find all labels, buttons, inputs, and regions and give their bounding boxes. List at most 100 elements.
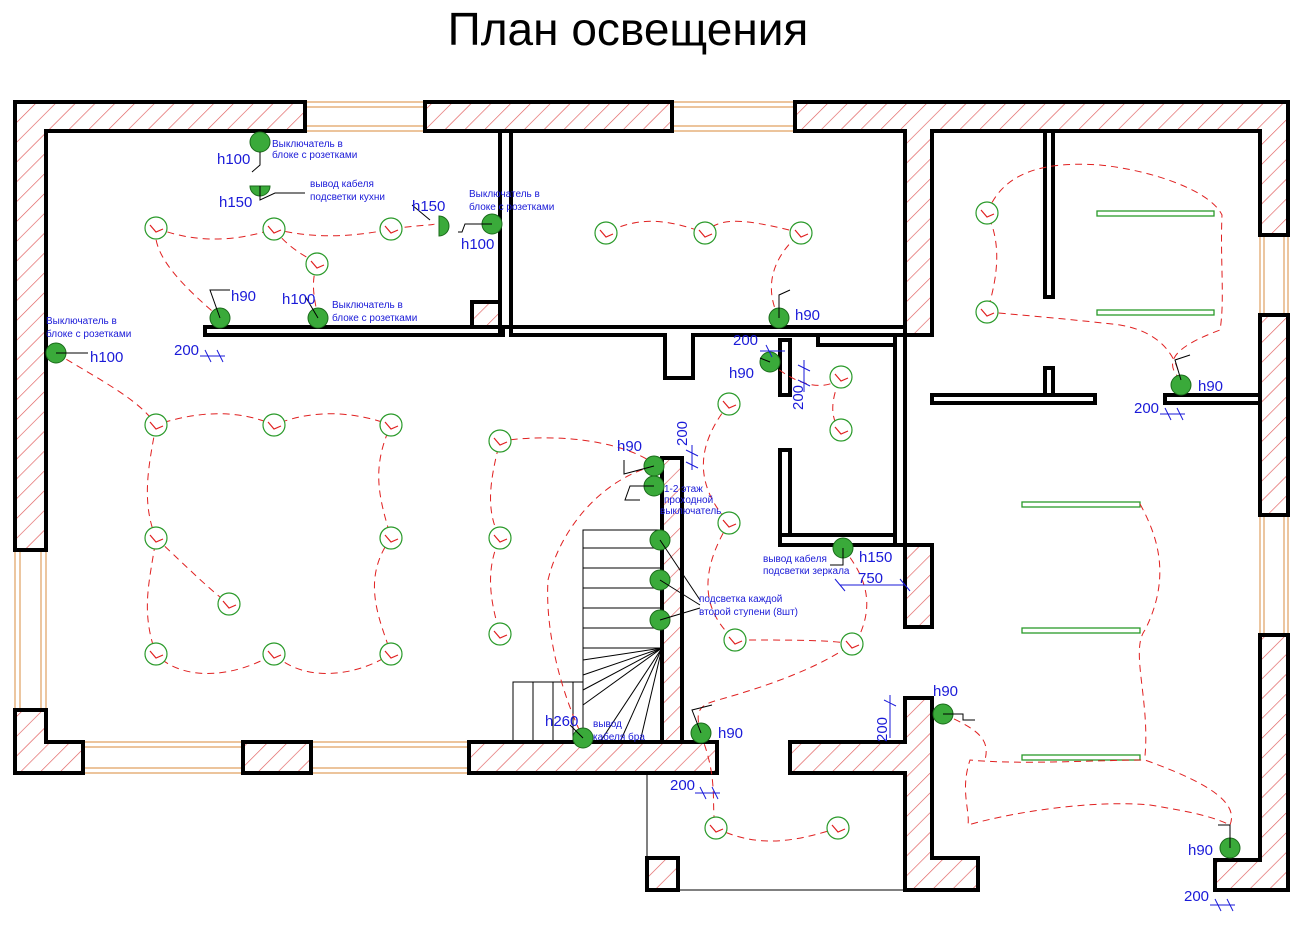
dimension-label: 200 [174,342,199,359]
note: подсветки кухни [310,192,385,203]
wall-right-bottom [1213,633,1290,892]
height-label: h260 [545,713,578,730]
led-strip [1096,309,1215,316]
dim-200-bottom-right [1210,898,1235,912]
ceiling-light-icon [262,642,286,666]
ceiling-light-icon [975,201,999,225]
wall-left-bottom [13,708,85,775]
wall-closet-v [1043,129,1055,299]
wall-corridor-v [778,338,792,397]
height-label: h90 [231,288,256,305]
wall-right-bottom-hall [903,543,934,629]
height-label: h90 [1188,842,1213,859]
ceiling-light-icon [379,217,403,241]
ceiling-light-icon [717,392,741,416]
note: Выключатель в [46,316,117,327]
wall-bedroom-bottom [509,325,907,380]
height-label: h150 [412,198,445,215]
window-top-kitchen [305,101,425,132]
ceiling-light-icon [488,429,512,453]
led-strip [1021,627,1141,634]
ceiling-light-icon [379,526,403,550]
height-label: h100 [461,236,494,253]
note: блоке с розетками [46,328,131,340]
dim-200-vert-corridor [797,360,811,392]
ceiling-light-icon [262,413,286,437]
led-strips [1021,210,1215,761]
ceiling-light-icon [789,221,813,245]
wall-porch-post [645,856,680,892]
window-bottom-mid [311,741,469,774]
note: 1-2 этаж [664,484,703,495]
height-label: h100 [282,291,315,308]
note: Выключатель в [332,300,403,311]
window-right-top [1259,235,1289,315]
labels: h100 h150 h150 h100 h90 h100 h100 h90 h9… [46,139,1223,905]
dim-200-right-room [1160,407,1185,421]
wall-top-mid [423,100,674,133]
height-label: h90 [617,438,642,455]
leader-lines [56,152,1231,848]
ceiling-light-icon [829,365,853,389]
ceiling-light-icon [693,221,717,245]
height-label: h100 [90,349,123,366]
note: блоке с розетками [332,312,417,324]
dimension-label: 750 [858,570,883,587]
led-strip [1021,754,1141,761]
dimension-label: 200 [1134,400,1159,417]
wall-top-left [13,100,307,552]
height-label: h150 [859,549,892,566]
height-label: h90 [933,683,958,700]
height-label: h90 [729,365,754,382]
note: Выключатель в [272,139,343,150]
dim-200-kitchen [200,349,225,363]
dimension-label: 200 [874,717,891,742]
ceiling-light-icon [704,816,728,840]
ceiling-light-icon [262,217,286,241]
height-label: h150 [219,194,252,211]
note: второй ступени (8шт) [699,607,798,618]
page-title: План освещения [447,3,809,55]
window-top-bedroom [672,101,795,132]
ceiling-light-icon [829,418,853,442]
height-label: h90 [1198,378,1223,395]
dim-200-corridor [760,344,785,358]
wall-mid-h2 [1163,393,1262,405]
height-label: h100 [217,151,250,168]
wall-kitchen-bottom [203,325,502,337]
ceiling-light-icon [975,300,999,324]
dimension-marks [200,344,1235,912]
height-label: h90 [795,307,820,324]
wall-bath-left [778,448,792,537]
wall-bath-right [893,333,907,547]
window-bottom-left [83,741,243,774]
led-strip [1021,501,1141,508]
dimension-label: 200 [670,777,695,794]
dim-200-porch [695,786,720,800]
dimension-label: 200 [1184,888,1209,905]
wall-mid-h [930,393,1097,405]
height-label: h90 [718,725,743,742]
note: блоке с розетками [272,149,357,161]
note: вывод кабеля [310,178,374,190]
interior-walls [203,129,1262,547]
ceiling-light-icon [379,413,403,437]
ceiling-light-icon [144,413,168,437]
wall-kitchen-right [498,129,513,329]
wall-top-right [793,100,1290,337]
wall-closet-v2 [1043,366,1055,397]
windows [14,101,1289,774]
note: вывод кабеля [763,553,827,565]
ceiling-light-icon [488,622,512,646]
dim-200-hall [883,695,897,738]
note: выключатель [660,506,721,517]
led-strip [1096,210,1215,217]
ceiling-light-icon [305,252,329,276]
cable-outputs [249,185,450,237]
note: проходной [664,495,713,506]
cable-output-kitchen-2 [438,215,450,237]
wall-bottom-left-pier [241,740,313,775]
ceiling-light-icon [723,628,747,652]
note: Выключатель в [469,189,540,200]
